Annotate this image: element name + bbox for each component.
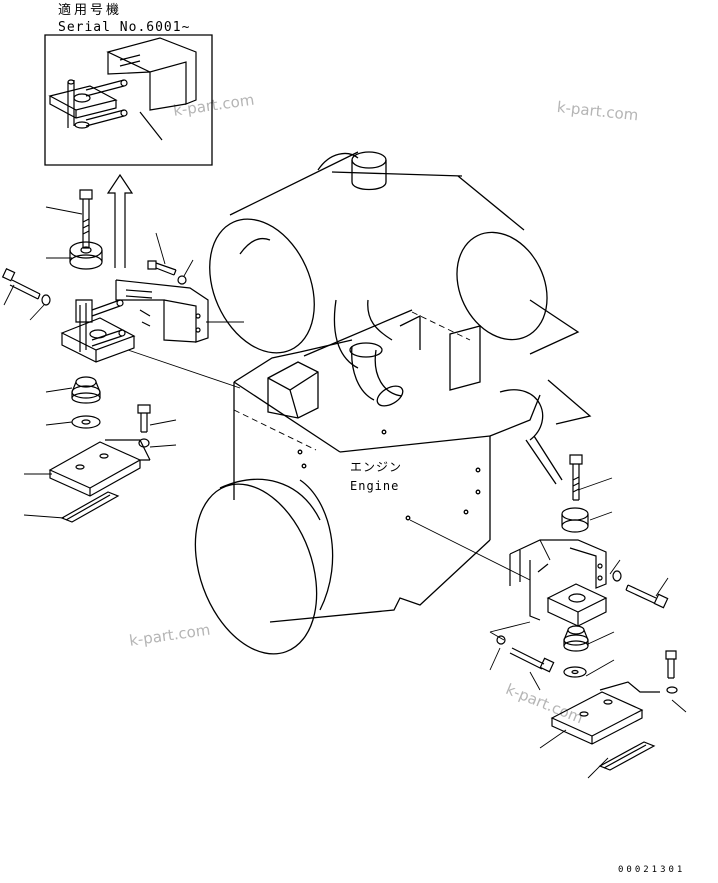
side-bolt [3,269,40,299]
mount-plate [50,440,150,496]
washer [497,636,505,644]
small-bolt [148,261,176,275]
leader-lines-right [490,478,686,778]
bolt [138,405,150,432]
right-mount-parts [490,455,677,770]
flat-washer [72,416,100,428]
mount-block [62,300,134,362]
long-bolt [510,648,554,672]
mount-bracket [510,540,606,620]
bolt [666,651,676,678]
washer [613,571,621,581]
lower-cushion [564,626,588,651]
rubber-cushion [70,242,102,269]
drawing-number: 00021301 [618,865,686,875]
mount-bracket [116,280,208,342]
engine [173,152,590,671]
shim [600,742,654,770]
alignment-line [410,520,530,580]
flat-washer [564,667,586,677]
alignment-line [128,350,240,388]
side-bolt [626,585,668,608]
engine-label-en: Engine [350,479,400,493]
engine-label-jp: エンジン [350,460,403,474]
mount-block [548,584,606,626]
inset-bracket [50,38,196,140]
inset-box [45,35,212,165]
bolt [80,190,92,248]
lower-cushion [72,377,100,403]
washer [42,295,50,305]
washer [178,276,186,284]
shim [62,492,118,522]
serial-number-label: Serial No.6001~ [58,20,191,35]
leader-lines-left [4,207,244,518]
applicability-label: 適用号機 [58,3,123,18]
left-mount-parts [3,190,208,522]
bolt [570,455,582,500]
rubber-cushion [562,508,588,532]
mount-plate [552,682,660,744]
up-arrow-icon [108,175,132,268]
washer [667,687,677,693]
